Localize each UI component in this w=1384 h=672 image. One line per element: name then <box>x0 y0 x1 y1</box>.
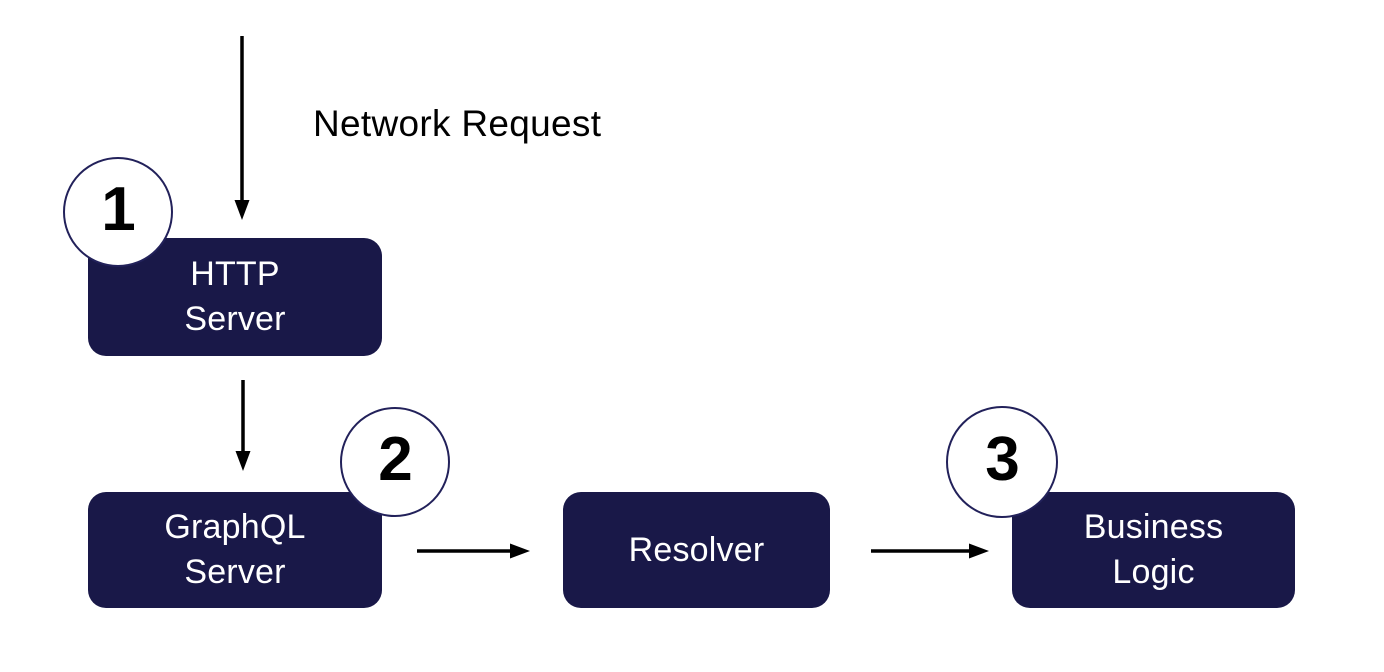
connector-http-to-graphql <box>227 374 259 482</box>
connector-resolver-to-business-logic <box>866 537 998 565</box>
badge-step-3-number: 3 <box>985 425 1019 494</box>
node-http-server-label: HTTP Server <box>184 255 286 338</box>
node-graphql-server[interactable]: GraphQL Server <box>88 492 382 608</box>
node-business-logic[interactable]: Business Logic <box>1012 492 1295 608</box>
connector-graphql-to-resolver <box>412 537 538 565</box>
node-resolver-label: Resolver <box>628 530 765 569</box>
node-business-logic-label: Business Logic <box>1083 508 1224 591</box>
badge-step-1-number: 1 <box>101 175 135 244</box>
node-graphql-server-label: GraphQL Server <box>164 508 306 591</box>
connector-incoming-request <box>226 28 258 228</box>
badge-step-3: 3 <box>946 406 1058 518</box>
badge-step-2-number: 2 <box>378 425 412 494</box>
caption-network-request: Network Request <box>313 103 602 144</box>
badge-step-2: 2 <box>340 407 450 517</box>
badge-step-1: 1 <box>63 157 173 267</box>
node-resolver[interactable]: Resolver <box>563 492 830 608</box>
